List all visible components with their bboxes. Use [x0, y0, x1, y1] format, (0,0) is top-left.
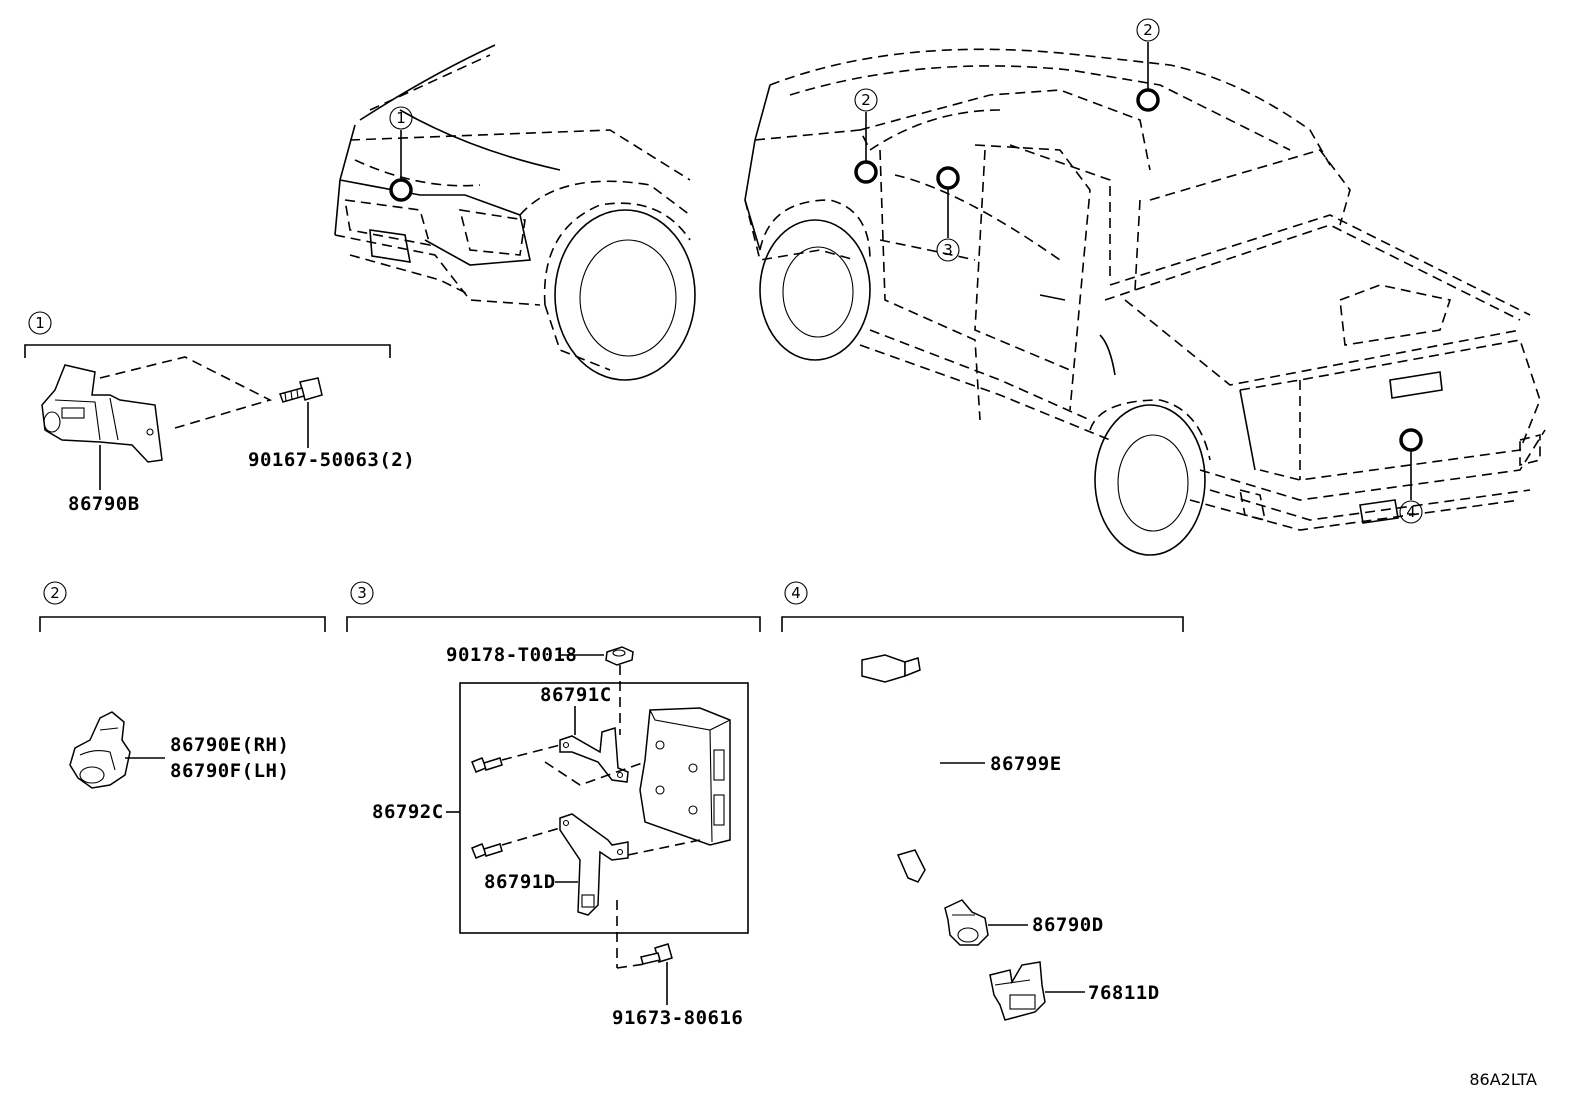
part-label-86790b: 86790B	[68, 493, 140, 515]
part-label-76811d: 76811D	[1088, 982, 1160, 1004]
callout-2-left: 2	[861, 91, 871, 109]
callout-1: 1	[396, 109, 406, 127]
rear-camera-86790d-part	[944, 899, 989, 946]
wire-86799e-part	[861, 654, 940, 883]
part-label-86792c: 86792C	[372, 801, 444, 823]
bolt-lower-part	[471, 843, 503, 859]
section-2-number: 2	[50, 584, 60, 602]
cover-76811d-part	[989, 961, 1046, 1021]
callout-4: 4	[1406, 503, 1416, 521]
part-label-90178-t0018: 90178-T0018	[446, 644, 577, 666]
ecu-86792c-part	[639, 707, 731, 846]
front-camera-part	[41, 364, 163, 463]
ecu-assembly-box	[459, 682, 749, 934]
section-4-number: 4	[791, 584, 801, 602]
bracket-86791d-part	[559, 813, 629, 916]
section-3: 3 90178-T0018 8	[346, 581, 761, 1029]
nut-90178-part	[605, 646, 634, 666]
section-4: 4 86799E 86790D 76811D	[781, 581, 1184, 1021]
front-vehicle-illustration: 1	[334, 44, 696, 381]
side-camera-part	[69, 711, 131, 789]
bolt-90167-part	[279, 377, 323, 403]
callout-3: 3	[943, 241, 953, 259]
section-1-number: 1	[35, 314, 45, 332]
part-label-86791d: 86791D	[484, 871, 556, 893]
part-label-86799e: 86799E	[990, 753, 1062, 775]
callout-2-right: 2	[1143, 21, 1153, 39]
rear-vehicle-illustration: 2 2 3 4	[744, 18, 1546, 556]
part-label-90167-50063: 90167-50063(2)	[248, 449, 415, 471]
bracket-86791c-part	[559, 727, 629, 783]
section-2: 2 86790E(RH) 86790F(LH)	[39, 581, 326, 789]
section-3-number: 3	[357, 584, 367, 602]
part-label-91673-80616: 91673-80616	[612, 1007, 743, 1029]
bolt-91673-part	[640, 943, 673, 965]
diagram-reference-code: 86A2LTA	[1469, 1070, 1537, 1089]
part-label-86790e-rh: 86790E(RH)	[170, 734, 289, 756]
section-1: 1 86790B 90167-50063(2)	[24, 311, 415, 515]
bolt-upper-part	[471, 757, 503, 773]
part-label-86790f-lh: 86790F(LH)	[170, 760, 289, 782]
part-label-86791c: 86791C	[540, 684, 612, 706]
part-label-86790d: 86790D	[1032, 914, 1104, 936]
